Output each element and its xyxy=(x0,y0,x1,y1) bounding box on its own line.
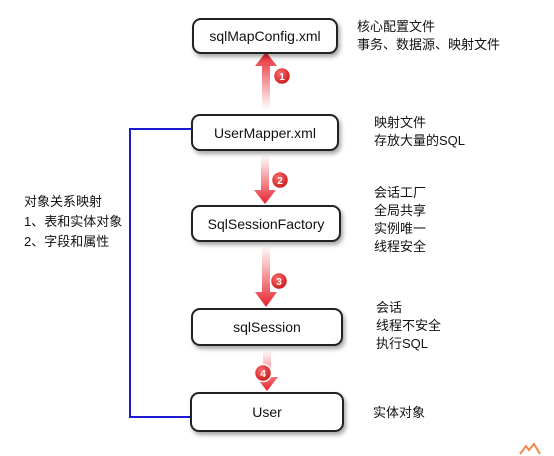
note-sqlmapconfig: 核心配置文件 事务、数据源、映射文件 xyxy=(357,18,500,54)
node-sqlsession-label: sqlSession xyxy=(233,319,301,335)
note-line: 线程安全 xyxy=(374,239,427,254)
step-badge-1-label: 1 xyxy=(279,72,285,83)
note-line: 全局共享 xyxy=(374,203,427,218)
node-sqlsessionfactory: SqlSessionFactory xyxy=(191,205,341,242)
note-line: 映射文件 xyxy=(374,115,427,130)
corner-decoration-icon xyxy=(519,442,541,455)
arrow-step-2 xyxy=(254,155,276,204)
node-user-label: User xyxy=(252,404,282,420)
note-line: 线程不安全 xyxy=(376,318,442,333)
note-line: 实例唯一 xyxy=(374,221,427,236)
note-line: 实体对象 xyxy=(373,405,426,420)
note-line: 核心配置文件 xyxy=(357,19,436,34)
orm-note-line: 1、表和实体对象 xyxy=(24,214,123,229)
arrow-step-3 xyxy=(255,245,277,307)
step-badge-4-label: 4 xyxy=(260,369,266,380)
note-sqlsessionfactory: 会话工厂 全局共享 实例唯一 线程安全 xyxy=(374,184,426,256)
node-sqlmapconfig: sqlMapConfig.xml xyxy=(192,18,338,54)
step-badge-4: 4 xyxy=(253,363,273,383)
node-usermapper: UserMapper.xml xyxy=(191,114,339,151)
note-line: 存放大量的SQL xyxy=(374,133,466,148)
node-sqlsessionfactory-label: SqlSessionFactory xyxy=(207,215,325,232)
orm-connector xyxy=(129,126,205,420)
node-usermapper-label: UserMapper.xml xyxy=(214,124,316,141)
step-badge-3-label: 3 xyxy=(276,277,282,288)
orm-note-line: 对象关系映射 xyxy=(24,194,103,209)
orm-note: 对象关系映射 1、表和实体对象 2、字段和属性 xyxy=(24,192,122,252)
note-usermapper: 映射文件 存放大量的SQL xyxy=(374,114,465,150)
orm-note-line: 2、字段和属性 xyxy=(24,234,110,249)
step-badge-1: 1 xyxy=(272,66,292,86)
arrow-step-1 xyxy=(255,52,277,110)
note-line: 会话 xyxy=(376,300,403,315)
node-user: User xyxy=(190,392,344,432)
note-line: 事务、数据源、映射文件 xyxy=(357,37,501,52)
step-badge-2-label: 2 xyxy=(277,176,283,187)
node-sqlsession: sqlSession xyxy=(191,308,343,346)
note-line: 执行SQL xyxy=(376,336,429,351)
note-line: 会话工厂 xyxy=(374,185,427,200)
step-badge-3: 3 xyxy=(269,271,289,291)
node-sqlmapconfig-label: sqlMapConfig.xml xyxy=(209,28,321,44)
note-sqlsession: 会话 线程不安全 执行SQL xyxy=(376,299,441,353)
note-user: 实体对象 xyxy=(373,404,425,422)
step-badge-2: 2 xyxy=(270,170,290,190)
